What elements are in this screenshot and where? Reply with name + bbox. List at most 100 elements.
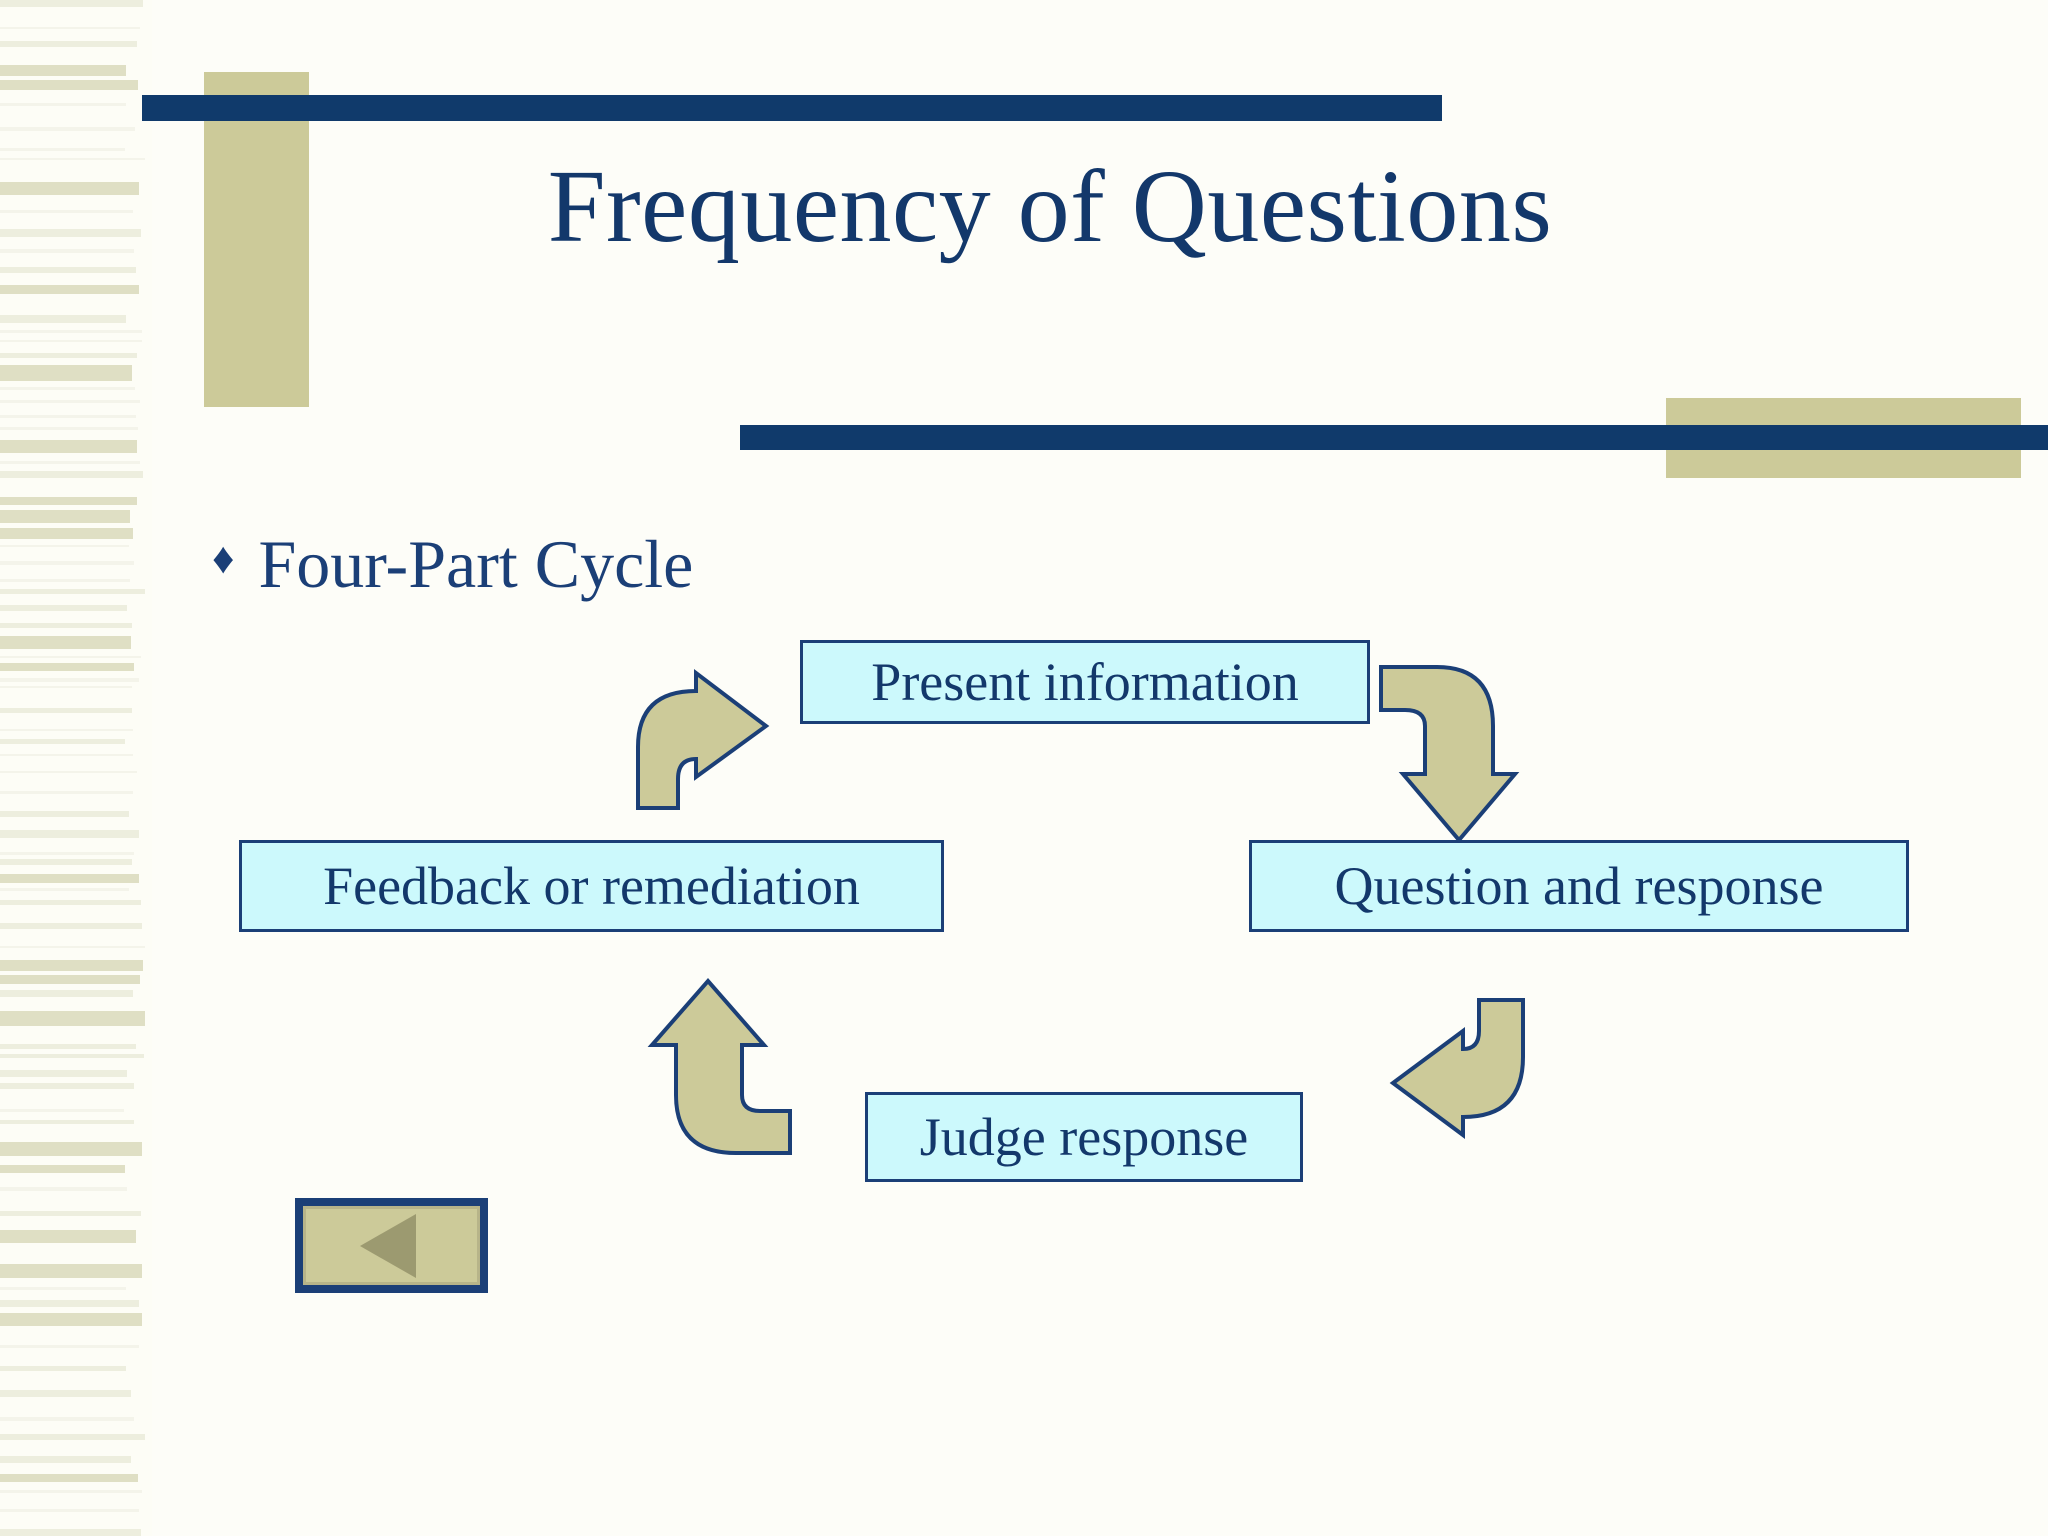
bullet-item-label: Four-Part Cycle (258, 526, 694, 602)
border-stripe (0, 1054, 144, 1058)
border-stripe (0, 975, 140, 984)
border-stripe (0, 729, 133, 731)
border-stripe (0, 365, 132, 381)
border-stripe (0, 663, 134, 671)
border-stripe (0, 859, 132, 865)
border-stripe (0, 1109, 124, 1112)
border-stripe (0, 1345, 139, 1348)
border-stripe (0, 739, 125, 744)
border-stripe (0, 353, 137, 358)
border-stripe (0, 1417, 134, 1421)
border-stripe (0, 415, 136, 418)
border-stripe (0, 340, 142, 342)
border-stripe (0, 285, 139, 294)
bullet-list-item: ♦ Four-Part Cycle (212, 525, 693, 604)
previous-slide-button[interactable] (295, 1198, 488, 1293)
cycle-node-feedback-or-remediation[interactable]: Feedback or remediation (239, 840, 944, 932)
border-stripe (0, 1165, 125, 1173)
border-stripe (0, 545, 129, 547)
page-title: Frequency of Questions (547, 149, 1553, 264)
border-stripe (0, 900, 141, 905)
border-stripe (0, 656, 141, 658)
border-stripe (0, 1011, 145, 1026)
border-stripe (0, 127, 135, 131)
border-stripe (0, 497, 137, 505)
border-stripe (0, 471, 143, 478)
border-stripe (0, 210, 133, 213)
border-stripe (0, 888, 129, 891)
border-stripe (0, 158, 145, 160)
curved-arrow-down-right-icon (1379, 665, 1520, 844)
border-stripe (0, 1366, 126, 1371)
border-stripe (0, 1211, 141, 1216)
border-stripe (0, 874, 139, 883)
border-stripe (0, 589, 145, 594)
border-stripe (0, 461, 140, 464)
previous-triangle-icon (359, 1213, 416, 1278)
border-stripe (0, 1434, 145, 1440)
border-stripe (0, 678, 139, 682)
border-stripe (0, 148, 125, 151)
cycle-node-question-and-response[interactable]: Question and response (1249, 840, 1909, 932)
border-stripe (0, 771, 137, 773)
curved-arrow-up-right-icon (636, 668, 770, 810)
border-stripe (0, 1474, 138, 1482)
border-stripe (0, 561, 134, 565)
border-stripe (0, 1264, 142, 1278)
border-stripe (0, 1529, 141, 1536)
border-stripe (0, 636, 131, 649)
header-navy-rule-top (142, 95, 1442, 121)
border-stripe (0, 103, 126, 106)
border-stripe (0, 528, 133, 539)
border-stripe (0, 510, 130, 523)
border-stripe (0, 387, 135, 390)
border-stripe (0, 440, 137, 453)
border-stripe (0, 80, 138, 90)
border-stripe (0, 811, 129, 817)
border-stripe (0, 1287, 126, 1290)
header-navy-rule-mid (740, 425, 2048, 450)
border-stripe (0, 41, 137, 47)
cycle-node-judge-response[interactable]: Judge response (865, 1092, 1303, 1182)
border-stripe (0, 330, 142, 333)
border-stripe (0, 1142, 142, 1156)
border-stripe (0, 605, 127, 611)
border-stripe (0, 0, 143, 7)
border-stripe (0, 267, 136, 273)
border-stripe (0, 65, 126, 76)
border-stripe (0, 1044, 136, 1049)
border-stripe (0, 1083, 134, 1089)
border-stripe (0, 960, 143, 971)
border-stripe (0, 249, 134, 253)
border-stripe (0, 27, 140, 29)
border-stripe (0, 923, 142, 929)
border-stripe (0, 1390, 131, 1397)
border-stripe (0, 229, 141, 237)
border-stripe (0, 1456, 131, 1463)
curved-arrow-up-left-icon (647, 977, 792, 1155)
border-stripe (0, 1187, 127, 1191)
curved-arrow-down-left-icon (1389, 998, 1525, 1139)
border-stripe (0, 686, 132, 688)
border-stripe (0, 182, 139, 195)
border-stripe (0, 1490, 142, 1493)
border-stripe (0, 1070, 127, 1077)
border-stripe (0, 946, 145, 948)
cycle-node-present-information[interactable]: Present information (800, 640, 1370, 724)
border-stripe (0, 1230, 136, 1243)
border-stripe (0, 1313, 142, 1326)
header-tan-block-left (204, 72, 309, 407)
border-stripe (0, 579, 130, 582)
diamond-bullet-icon: ♦ (212, 533, 235, 583)
border-stripe (0, 400, 140, 403)
border-stripe (0, 623, 132, 628)
left-stripe-border (0, 0, 152, 1536)
border-stripe (0, 708, 132, 713)
border-stripe (0, 754, 133, 756)
border-stripe (0, 315, 126, 323)
border-stripe (0, 1509, 139, 1512)
border-stripe (0, 852, 134, 855)
border-stripe (0, 990, 133, 997)
border-stripe (0, 427, 138, 430)
